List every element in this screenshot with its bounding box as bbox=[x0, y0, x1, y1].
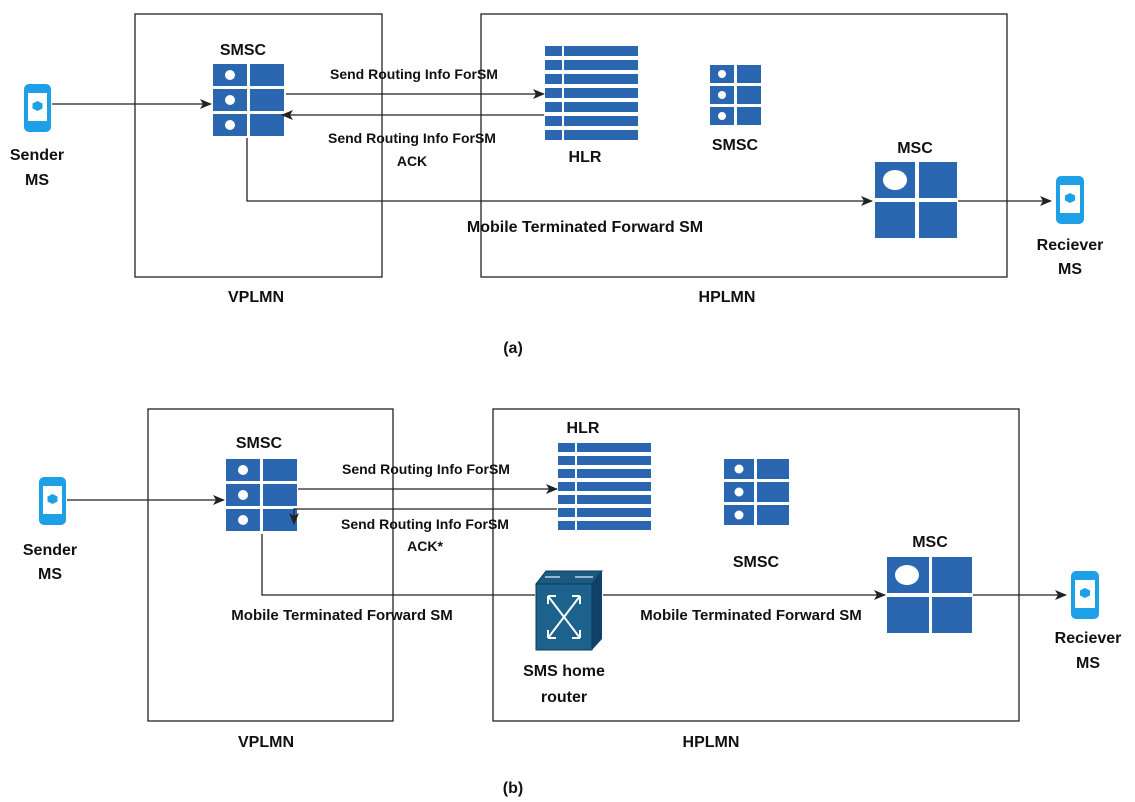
msc-switch-icon-a bbox=[875, 162, 957, 238]
caption-b: (b) bbox=[503, 780, 523, 797]
receiver-phone-icon-a bbox=[1056, 176, 1084, 224]
receiver-label-b-2: MS bbox=[1076, 655, 1100, 672]
smsc-h-server-icon-b bbox=[724, 459, 789, 525]
sri-ack-label-a-2: ACK bbox=[397, 153, 427, 169]
hplmn-box-b bbox=[492, 408, 1020, 722]
smsc-h-server-icon-a bbox=[710, 65, 761, 125]
diagram-a: Sender MS SMSC HLR bbox=[10, 13, 1104, 357]
hlr-label-a: HLR bbox=[569, 149, 602, 166]
hlr-database-icon-a bbox=[545, 46, 638, 140]
hlr-label-b: HLR bbox=[567, 420, 600, 437]
mt-label-b-2: Mobile Terminated Forward SM bbox=[640, 607, 861, 624]
smsc-h-label-b: SMSC bbox=[733, 554, 780, 571]
sender-label-b-1: Sender bbox=[23, 542, 77, 559]
sender-phone-icon-a bbox=[24, 84, 51, 132]
msc-switch-icon-b bbox=[887, 557, 972, 633]
mt-label-b-1: Mobile Terminated Forward SM bbox=[231, 607, 452, 624]
hplmn-label-b: HPLMN bbox=[683, 734, 740, 751]
caption-a: (a) bbox=[503, 340, 523, 357]
vplmn-box-b bbox=[147, 408, 394, 722]
smsc-v-server-icon-a bbox=[213, 64, 284, 136]
sri-ack-arrow-b bbox=[289, 508, 557, 525]
smsc-v-label-a: SMSC bbox=[220, 42, 267, 59]
diagram-b: Sender MS SMSC HLR bbox=[23, 408, 1122, 797]
receiver-label-b-1: Reciever bbox=[1055, 630, 1122, 647]
receiver-phone-icon-b bbox=[1071, 571, 1099, 619]
sender-phone-icon-b bbox=[39, 477, 66, 525]
receiver-label-a-2: MS bbox=[1058, 261, 1082, 278]
hlr-database-icon-b bbox=[558, 443, 651, 530]
sri-ack-label-b-1: Send Routing Info ForSM bbox=[341, 516, 509, 532]
vplmn-label-a: VPLMN bbox=[228, 289, 284, 306]
smsc-v-label-b: SMSC bbox=[236, 435, 283, 452]
router-label-2: router bbox=[541, 689, 587, 706]
sri-ack-label-a-1: Send Routing Info ForSM bbox=[328, 130, 496, 146]
router-label-1: SMS home bbox=[523, 663, 605, 680]
vplmn-label-b: VPLMN bbox=[238, 734, 294, 751]
sri-label-b: Send Routing Info ForSM bbox=[342, 461, 510, 477]
mt-forward-arrow-a bbox=[246, 138, 873, 206]
msc-label-a: MSC bbox=[897, 140, 933, 157]
sender-label-a-1: Sender bbox=[10, 147, 64, 164]
vplmn-box-a bbox=[134, 13, 383, 278]
smsc-h-label-a: SMSC bbox=[712, 137, 759, 154]
sender-label-b-2: MS bbox=[38, 566, 62, 583]
sri-label-a: Send Routing Info ForSM bbox=[330, 66, 498, 82]
sender-label-a-2: MS bbox=[25, 172, 49, 189]
msc-label-b: MSC bbox=[912, 534, 948, 551]
sms-home-router-icon bbox=[534, 570, 604, 651]
hplmn-label-a: HPLMN bbox=[699, 289, 756, 306]
mt-forward-to-router-line bbox=[261, 534, 535, 596]
smsc-v-server-icon-b bbox=[226, 459, 297, 531]
receiver-label-a-1: Reciever bbox=[1037, 237, 1104, 254]
sri-ack-label-b-2: ACK* bbox=[407, 538, 443, 554]
hplmn-box-a bbox=[480, 13, 1008, 278]
mt-label-a: Mobile Terminated Forward SM bbox=[467, 219, 703, 236]
